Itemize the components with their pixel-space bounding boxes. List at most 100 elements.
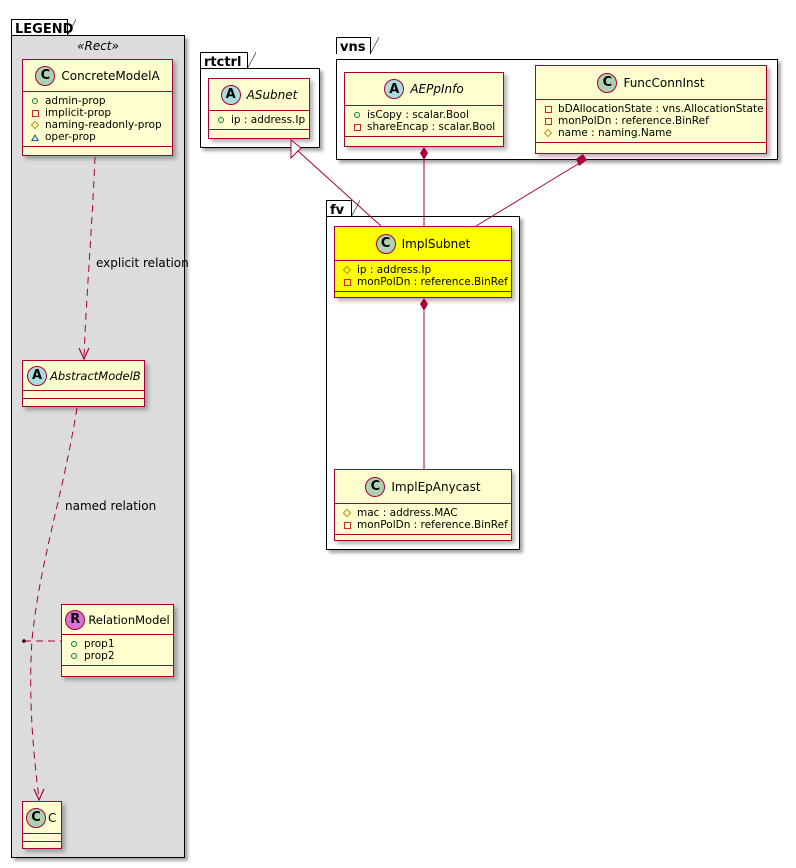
attribute: prop1 xyxy=(69,638,173,650)
method-list xyxy=(335,535,511,543)
fv-package-tab: fv xyxy=(326,200,360,218)
attribute: prop2 xyxy=(69,650,173,662)
class-c-icon: C xyxy=(375,233,396,254)
method-list xyxy=(209,130,309,138)
attribute: naming-readonly-prop xyxy=(30,119,172,131)
method-list xyxy=(62,666,173,674)
attribute-text: ip : address.Ip xyxy=(231,114,306,126)
private-visibility-icon xyxy=(342,278,352,286)
class-name: ImplSubnet xyxy=(401,236,471,251)
class-header: C FuncConnInst xyxy=(536,66,766,100)
named-relation-label: named relation xyxy=(65,499,157,513)
package-visibility-icon xyxy=(30,133,40,141)
attribute: mac : address.MAC xyxy=(342,507,511,519)
class-name: AbstractModelB xyxy=(50,368,141,383)
attribute: shareEncap : scalar.Bool xyxy=(352,121,503,133)
rtctrl-package-name: rtctrl xyxy=(204,55,242,70)
attribute-text: naming-readonly-prop xyxy=(45,119,162,131)
class-c-icon: C xyxy=(26,807,46,828)
class-name: ASubnet xyxy=(246,87,298,102)
attribute: name : naming.Name xyxy=(543,127,766,139)
public-visibility-icon xyxy=(69,653,79,659)
attribute-list: isCopy : scalar.Bool shareEncap : scalar… xyxy=(345,106,503,137)
method-list xyxy=(23,842,61,850)
attribute: isCopy : scalar.Bool xyxy=(352,109,503,121)
method-list xyxy=(536,143,766,151)
class-c-icon: C xyxy=(365,476,386,497)
class-header: A AbstractModelB xyxy=(23,361,144,391)
vns-package-name: vns xyxy=(340,40,366,55)
class-name: ConcreteModelA xyxy=(61,68,160,83)
attribute-list: mac : address.MAC monPolDn : reference.B… xyxy=(335,504,511,535)
private-visibility-icon xyxy=(352,123,362,131)
class-header: C ConcreteModelA xyxy=(23,60,172,92)
private-visibility-icon xyxy=(30,109,40,117)
method-list xyxy=(23,399,144,407)
class-name: ImplEpAnycast xyxy=(391,479,481,494)
legend-stereotype: «Rect» xyxy=(77,39,119,53)
private-visibility-icon xyxy=(543,105,553,113)
method-list xyxy=(23,147,172,155)
attribute: implicit-prop xyxy=(30,107,172,119)
attribute-text: implicit-prop xyxy=(45,107,112,119)
abstract-a-icon: A xyxy=(27,365,47,386)
attribute-text: ip : address.Ip xyxy=(357,264,432,276)
attribute: monPolDn : reference.BinRef xyxy=(342,276,511,288)
attribute-text: monPolDn : reference.BinRef xyxy=(357,276,508,288)
class-name: C xyxy=(48,810,57,825)
rtctrl-package-tab: rtctrl xyxy=(200,52,256,70)
public-visibility-icon xyxy=(69,641,79,647)
attribute-text: monPolDn : reference.BinRef xyxy=(357,519,508,531)
protected-visibility-icon xyxy=(30,120,40,130)
attribute-list: ip : address.Ip xyxy=(209,111,309,130)
private-visibility-icon xyxy=(543,117,553,125)
class-implepanycast[interactable]: C ImplEpAnycast mac : address.MAC monPol… xyxy=(334,469,512,541)
attribute-text: mac : address.MAC xyxy=(357,507,458,519)
class-c[interactable]: C C xyxy=(22,801,62,849)
attribute-list: ip : address.Ip monPolDn : reference.Bin… xyxy=(335,261,511,292)
class-relation-model[interactable]: R RelationModel prop1 prop2 xyxy=(61,604,174,677)
public-visibility-icon xyxy=(30,98,40,104)
class-abstract-model-b[interactable]: A AbstractModelB xyxy=(22,360,145,407)
protected-visibility-icon xyxy=(342,265,352,275)
class-funcconninst[interactable]: C FuncConnInst bDAllocationState : vns.A… xyxy=(535,65,767,154)
class-header: A ASubnet xyxy=(209,79,309,111)
explicit-relation-label: explicit relation xyxy=(96,256,189,270)
protected-visibility-icon xyxy=(543,128,553,138)
class-name: RelationModel xyxy=(88,612,170,627)
class-aeppinfo[interactable]: A AEPpInfo isCopy : scalar.Bool shareEnc… xyxy=(344,72,504,147)
class-asubnet[interactable]: A ASubnet ip : address.Ip xyxy=(208,78,310,139)
attribute: oper-prop xyxy=(30,131,172,143)
class-concrete-model-a[interactable]: C ConcreteModelA admin-prop implicit-pro… xyxy=(22,59,173,156)
attribute: ip : address.Ip xyxy=(216,114,309,126)
class-name: AEPpInfo xyxy=(410,82,464,96)
attribute-list xyxy=(23,391,144,399)
class-header: A AEPpInfo xyxy=(345,73,503,106)
attribute-list xyxy=(23,834,61,842)
attribute-list: admin-prop implicit-prop naming-readonly… xyxy=(23,92,172,147)
attribute-text: isCopy : scalar.Bool xyxy=(367,109,469,121)
private-visibility-icon xyxy=(342,521,352,529)
method-list xyxy=(335,292,511,300)
class-header: C ImplEpAnycast xyxy=(335,470,511,504)
abstract-a-icon: A xyxy=(220,84,241,105)
attribute: bDAllocationState : vns.AllocationState xyxy=(543,103,766,115)
attribute-text: oper-prop xyxy=(45,131,96,143)
attribute-list: prop1 prop2 xyxy=(62,635,173,666)
relation-r-icon: R xyxy=(65,609,86,630)
class-header: C ImplSubnet xyxy=(335,227,511,261)
attribute: ip : address.Ip xyxy=(342,264,511,276)
attribute-text: admin-prop xyxy=(45,95,106,107)
vns-package-tab: vns xyxy=(336,37,379,55)
method-list xyxy=(345,137,503,145)
public-visibility-icon xyxy=(216,117,226,123)
class-name: FuncConnInst xyxy=(623,75,705,90)
attribute-text: prop2 xyxy=(84,650,115,662)
class-c-icon: C xyxy=(597,72,618,93)
legend-package xyxy=(11,35,185,858)
legend-package-tab: LEGEND xyxy=(11,19,76,37)
protected-visibility-icon xyxy=(342,508,352,518)
class-implsubnet[interactable]: C ImplSubnet ip : address.Ip monPolDn : … xyxy=(334,226,512,298)
attribute: monPolDn : reference.BinRef xyxy=(342,519,511,531)
attribute-text: shareEncap : scalar.Bool xyxy=(367,121,496,133)
